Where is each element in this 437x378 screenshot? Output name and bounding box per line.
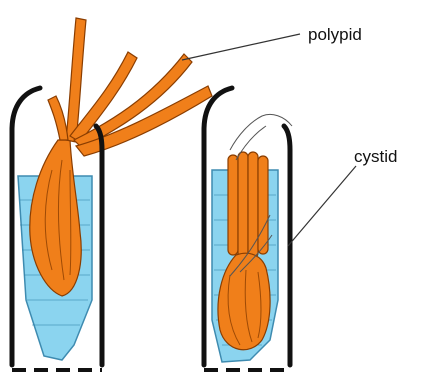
cystid-label: cystid xyxy=(354,147,397,166)
polypid-tentacles-left xyxy=(48,18,212,156)
polypid-tentacles-right xyxy=(228,152,268,258)
orifice-membrane-right xyxy=(230,114,292,150)
cystid-leader-line xyxy=(288,166,356,246)
zooid-retracted xyxy=(204,88,292,370)
zooid-extended xyxy=(12,18,212,370)
polypid-label: polypid xyxy=(308,25,362,44)
polypid-leader-line xyxy=(182,34,300,60)
